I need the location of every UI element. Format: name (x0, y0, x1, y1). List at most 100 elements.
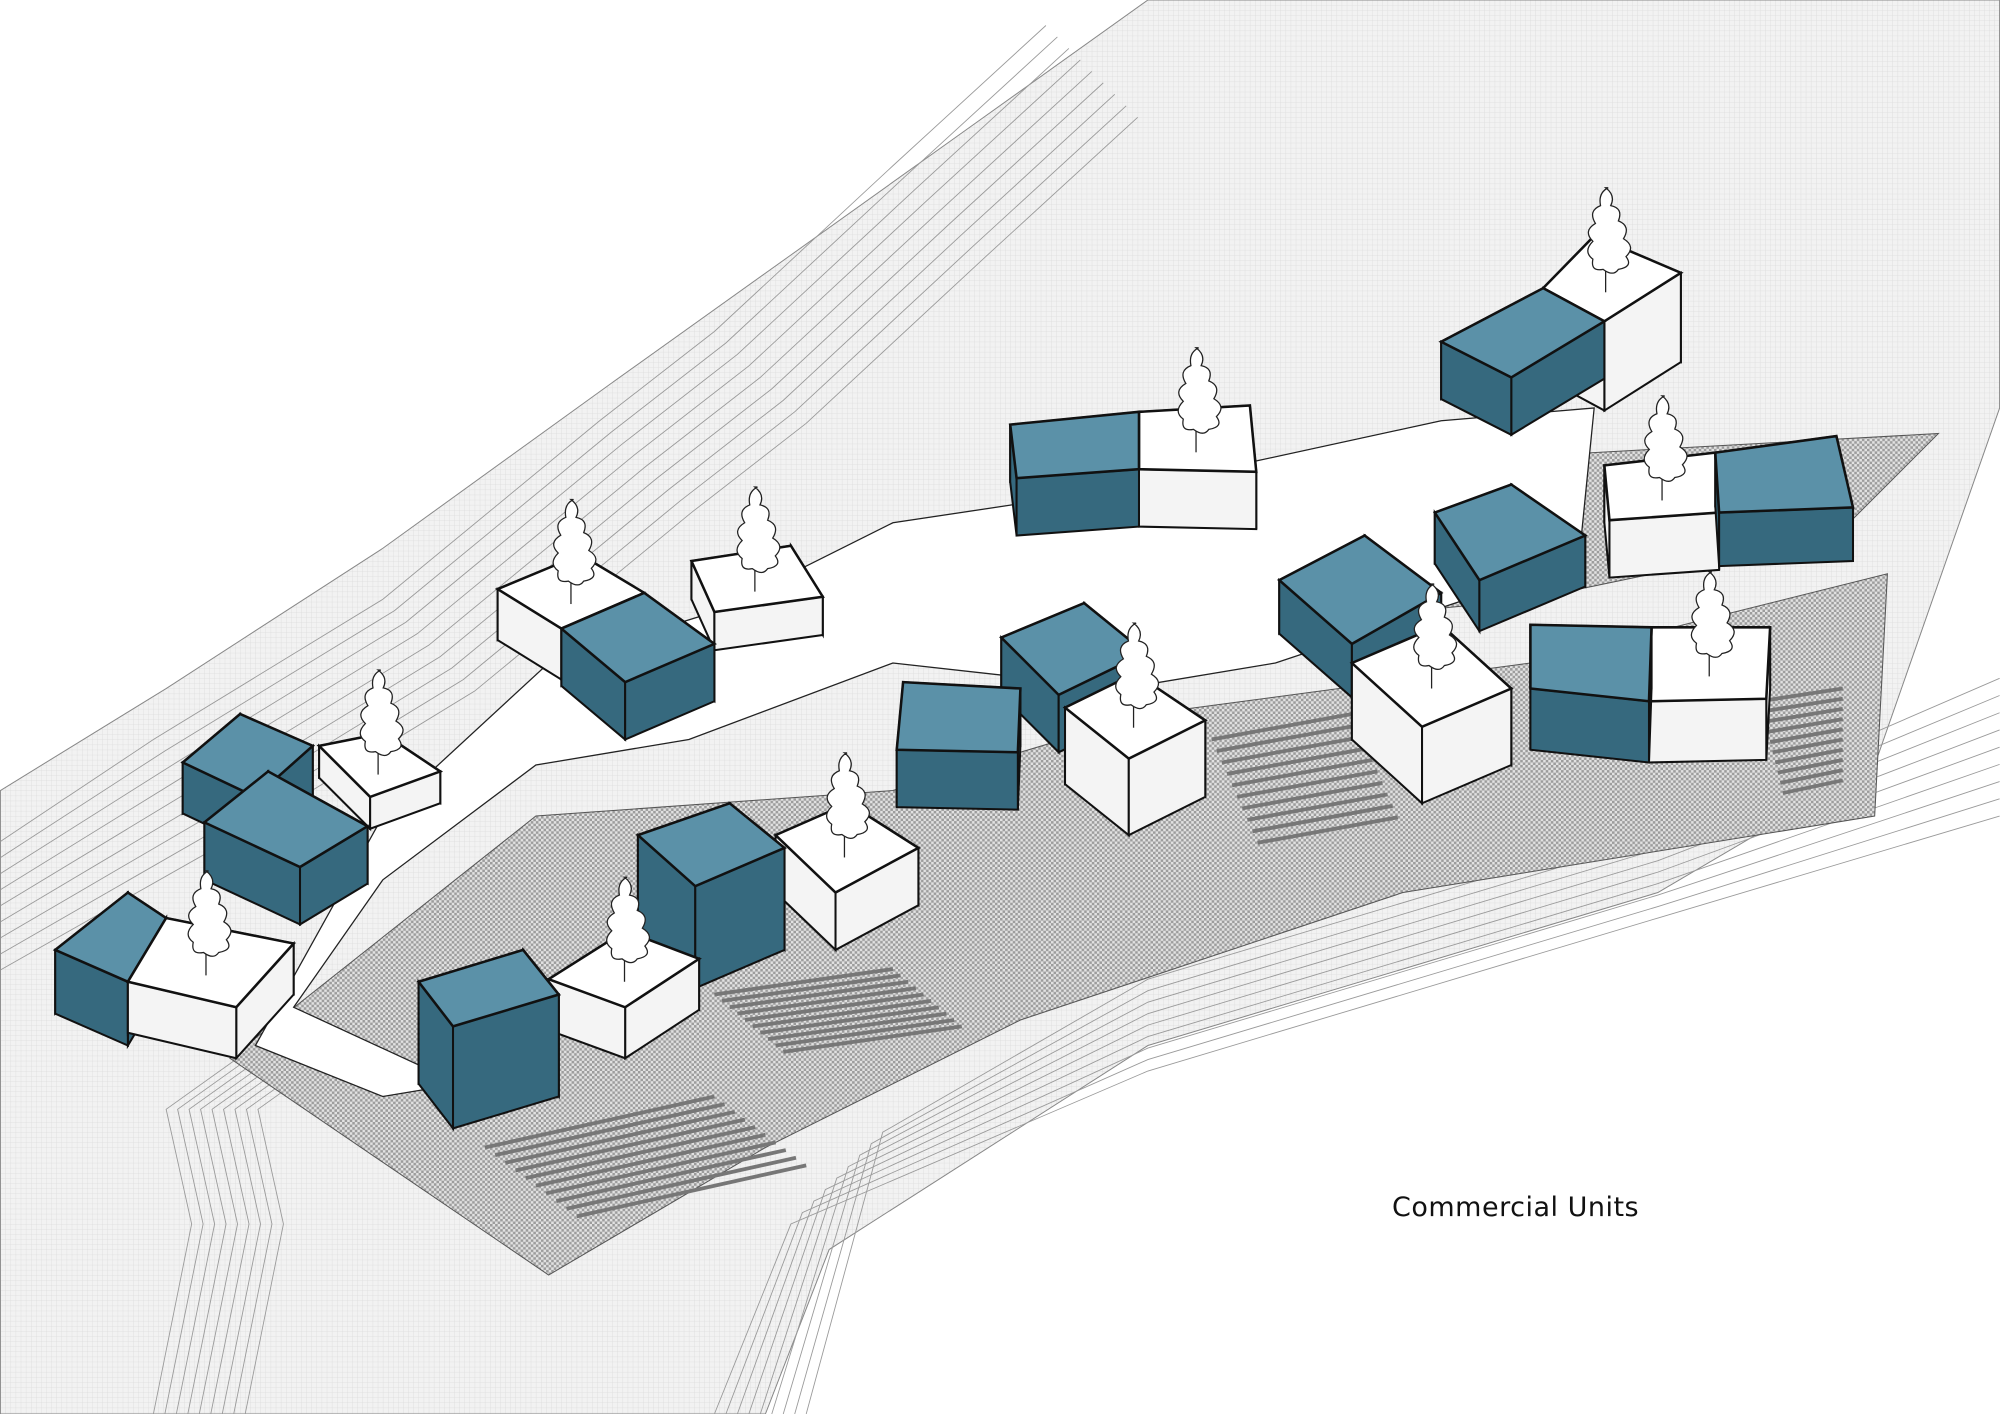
commercial-unit (895, 680, 1022, 811)
stairways (484, 686, 1844, 1219)
contour-line (725, 798, 2000, 1414)
stair-step (1231, 758, 1373, 788)
commercial-unit (201, 769, 371, 927)
stair-step (714, 967, 894, 997)
commercial-unit (416, 946, 562, 1132)
tree-icon (1643, 395, 1688, 501)
unit-wall (1608, 511, 1721, 579)
tree-icon (1177, 347, 1222, 453)
commercial-unit (1008, 410, 1141, 537)
stair-step (1772, 737, 1844, 755)
unit-roof (1062, 671, 1208, 761)
contour-line (198, 1045, 302, 1414)
commercial-unit (1432, 482, 1588, 635)
tree-icon (736, 486, 781, 592)
tree-icon (825, 752, 870, 858)
stair-step (484, 1094, 715, 1150)
stair-step (1216, 723, 1358, 753)
stair-step (1257, 815, 1399, 845)
commercial-unit (558, 590, 717, 742)
stair-step (1759, 686, 1844, 704)
stair-step (1769, 727, 1844, 744)
commercial-units (52, 187, 1855, 1132)
stair-step (782, 1024, 963, 1054)
stair-step (721, 973, 901, 1003)
unit-roof (125, 916, 297, 1009)
stair-step (545, 1140, 777, 1196)
tree-icon (1690, 571, 1735, 677)
stair-step (1221, 735, 1363, 765)
courtyard-unit (1602, 395, 1721, 579)
courtyard-unit (316, 669, 444, 832)
stair-step (737, 986, 917, 1016)
stair-step (752, 998, 932, 1029)
unit-wall (1015, 468, 1140, 537)
contour-line (164, 1045, 268, 1414)
contour-line (0, 48, 1070, 875)
stair-step (1252, 803, 1394, 834)
unit-roof (773, 801, 921, 895)
courtyard-unit (545, 876, 702, 1061)
stair-step (1764, 707, 1844, 724)
commercial-unit (1438, 286, 1607, 437)
courtyard-unit (125, 870, 297, 1061)
stair-step (744, 992, 924, 1022)
tree-icon (1115, 622, 1160, 728)
stair-step (494, 1102, 726, 1158)
contour-line (152, 1045, 256, 1414)
stair-step (1236, 769, 1378, 799)
drawing-caption: Commercial Units (1392, 1192, 1640, 1223)
stair-step (1779, 768, 1844, 785)
unit-roof (895, 680, 1022, 754)
stair-step (1226, 746, 1368, 776)
stair-step (1774, 747, 1844, 765)
tree-icon (187, 870, 232, 976)
tree-icon (606, 876, 651, 982)
tree-icon (552, 498, 597, 605)
unit-roof (416, 948, 562, 1028)
contour-line (736, 781, 2000, 1414)
courtyard-unit (1349, 583, 1514, 806)
unit-roof (201, 769, 371, 869)
commercial-unit (1529, 623, 1653, 764)
contour-line (713, 815, 2000, 1414)
stair-step (555, 1148, 787, 1203)
unit-roof (1529, 623, 1653, 703)
stair-step (760, 1005, 940, 1035)
stair-step (515, 1117, 746, 1173)
unit-wall (1718, 506, 1855, 568)
commercial-unit (635, 801, 787, 991)
contour-line (748, 763, 2000, 1414)
courtyard-unit (773, 752, 921, 953)
stair-step (535, 1132, 766, 1188)
stair-step (525, 1125, 756, 1180)
unit-roof (1432, 483, 1588, 582)
stair-step (1762, 696, 1844, 714)
unit-roof (1438, 286, 1607, 379)
unit-wall (1137, 468, 1258, 531)
stair-step (1767, 717, 1844, 734)
courtyard-unit (1062, 622, 1208, 838)
unit-roof (1276, 534, 1444, 646)
contour-line (175, 1045, 279, 1414)
courtyard-unit (1137, 347, 1258, 531)
stair-step (1211, 712, 1353, 742)
stair-step (767, 1011, 947, 1042)
contour-line (187, 1045, 291, 1414)
unit-roof (1713, 434, 1855, 514)
contour-line (0, 25, 1047, 842)
tree-icon (1587, 187, 1632, 293)
tree-icon (359, 669, 404, 775)
stair-step (1241, 780, 1383, 811)
unit-roof (635, 801, 787, 888)
stair-step (729, 979, 909, 1010)
unit-wall (895, 748, 1019, 811)
stair-step (576, 1163, 807, 1219)
unit-roof (1008, 410, 1141, 480)
stair-step (775, 1018, 955, 1048)
stair-step (1782, 778, 1844, 795)
stair-step (504, 1109, 736, 1165)
contour-line (0, 36, 1058, 858)
unit-roof (558, 591, 717, 684)
